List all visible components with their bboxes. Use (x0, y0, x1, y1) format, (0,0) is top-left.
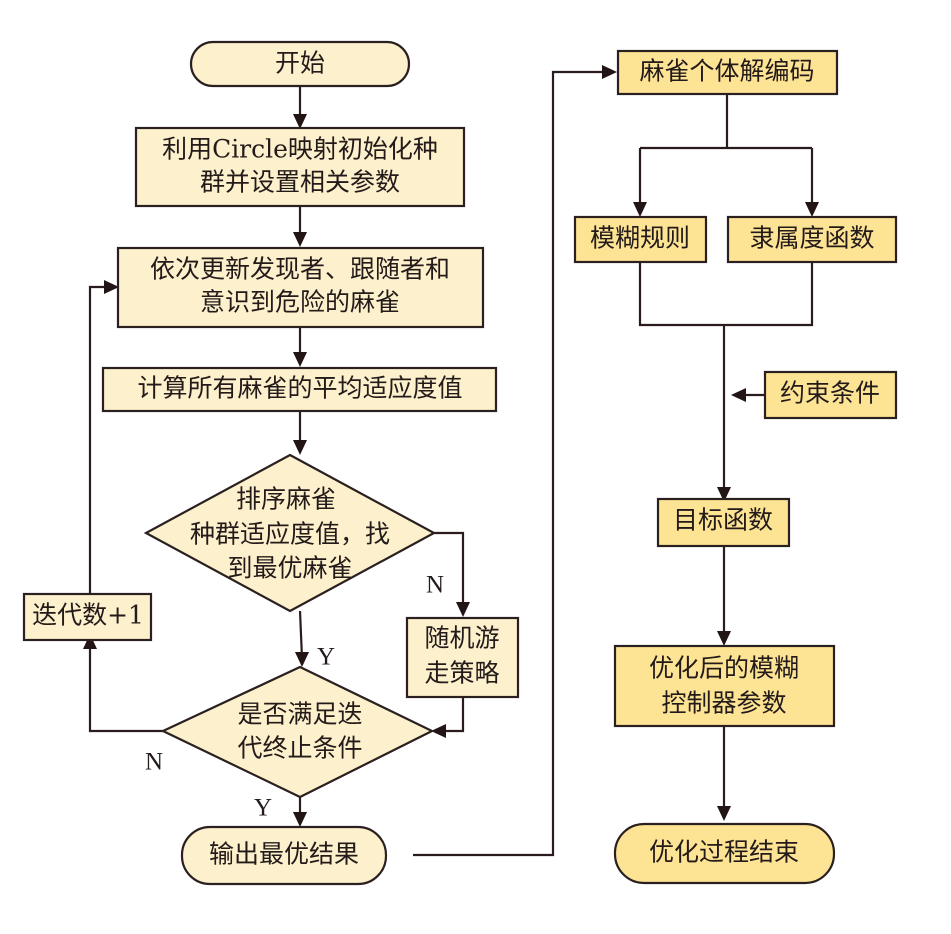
constraints-node: 约束条件 (763, 370, 898, 420)
arrowhead (83, 634, 97, 649)
membership-label: 隶属度函数 (749, 224, 874, 253)
edges-right (633, 94, 819, 821)
edge-decode-split (638, 94, 814, 208)
terminate-decision-line2: 代终止条件 (237, 734, 362, 763)
arrowhead (293, 440, 307, 455)
init-node: 利用Circle映射初始化种 群并设置相关参数 (134, 126, 466, 208)
constraints-label: 约束条件 (780, 379, 880, 408)
sort-decision-line1: 排序麻雀 (236, 485, 336, 514)
avg-fitness-label: 计算所有麻雀的平均适应度值 (137, 374, 462, 403)
start-node: 开始 (189, 40, 411, 88)
update-label-line2: 意识到危险的麻雀 (200, 288, 400, 317)
sort-yes-label: Y (317, 644, 335, 671)
sort-no-label: N (426, 572, 444, 599)
edge-random-walk-terminate (440, 697, 465, 733)
arrowhead (456, 602, 470, 617)
arrowhead (805, 202, 819, 217)
arrowhead (293, 352, 307, 367)
edge-sort-terminate (298, 610, 304, 659)
edge-iter-update (88, 285, 110, 594)
decode-label: 麻雀个体解编码 (639, 57, 814, 86)
arrowhead (717, 487, 731, 502)
arrowhead (602, 65, 617, 79)
fuzzy-rules-node: 模糊规则 (573, 215, 708, 264)
optimized-params-node: 优化后的模糊 控制器参数 (613, 644, 836, 728)
arrowhead (293, 232, 307, 247)
objective-label: 目标函数 (673, 506, 773, 535)
init-label-line1: 利用Circle映射初始化种 (162, 135, 438, 164)
terminate-no-label: N (145, 749, 163, 776)
fuzzy-rules-label: 模糊规则 (590, 224, 690, 253)
optimized-params-line2: 控制器参数 (661, 689, 786, 718)
random-walk-node: 随机游 走策略 (405, 616, 520, 699)
arrowhead (717, 806, 731, 821)
sort-decision-line2: 种群适应度值，找 (190, 520, 390, 549)
arrowhead (295, 652, 309, 667)
decode-node: 麻雀个体解编码 (616, 49, 839, 96)
update-node: 依次更新发现者、跟随者和 意识到危险的麻雀 (116, 246, 485, 329)
arrowhead (731, 388, 746, 402)
start-label: 开始 (275, 49, 325, 78)
end-node: 优化过程结束 (613, 822, 836, 885)
edge-sort-random-walk (434, 531, 465, 608)
edge-terminate-iter (88, 643, 173, 733)
sort-decision-node: 排序麻雀 种群适应度值，找 到最优麻雀 (143, 453, 437, 613)
update-label-line1: 依次更新发现者、跟随者和 (150, 255, 450, 284)
output-best-node: 输出最优结果 (180, 825, 388, 886)
membership-node: 隶属度函数 (726, 215, 898, 264)
objective-node: 目标函数 (656, 497, 791, 548)
sort-decision-line3: 到最优麻雀 (227, 554, 352, 583)
arrowhead (293, 812, 307, 827)
terminate-decision-node: 是否满足迭 代终止条件 (160, 665, 435, 799)
end-label: 优化过程结束 (649, 838, 799, 867)
arrowhead (431, 724, 446, 738)
arrowhead (293, 114, 307, 129)
arrowhead (717, 631, 731, 646)
edges-left (83, 65, 617, 857)
edge-merge (638, 262, 814, 493)
edge-output-decode (413, 70, 608, 857)
avg-fitness-node: 计算所有麻雀的平均适应度值 (101, 366, 498, 413)
optimized-params-line1: 优化后的模糊 (649, 654, 799, 683)
init-label-line2: 群并设置相关参数 (200, 168, 400, 197)
terminate-decision-line1: 是否满足迭 (237, 700, 362, 729)
terminate-yes-label: Y (254, 795, 272, 822)
iter-plus-node: 迭代数+1 (22, 592, 153, 642)
output-best-label: 输出最优结果 (209, 840, 359, 869)
random-walk-line1: 随机游 (424, 624, 499, 653)
arrowhead (633, 202, 647, 217)
iter-plus-label: 迭代数+1 (32, 601, 144, 630)
random-walk-line2: 走策略 (424, 659, 499, 688)
arrowhead (104, 280, 119, 294)
